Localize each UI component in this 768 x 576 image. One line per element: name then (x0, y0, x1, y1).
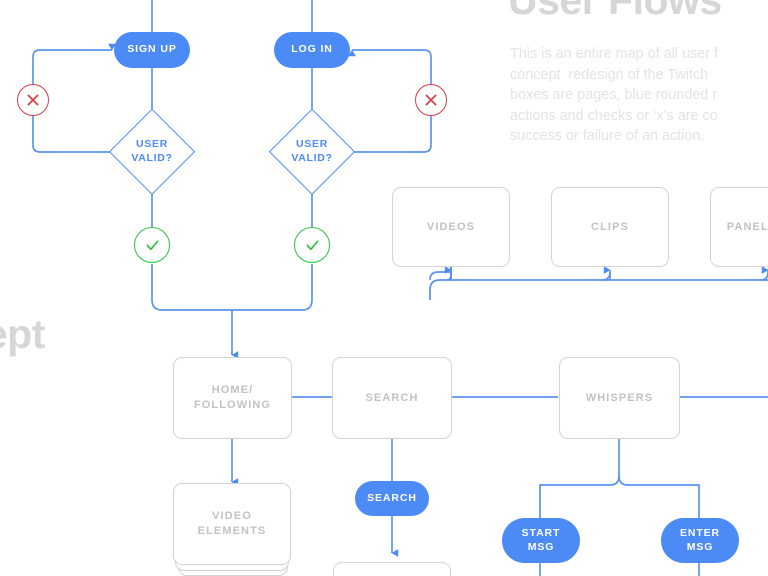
search-page-box[interactable]: SEARCH (332, 357, 452, 439)
description-paragraph-right: This is an entire map of all user f conc… (510, 46, 718, 145)
close-icon (27, 94, 39, 106)
videos-page-box[interactable]: VIDEOS (392, 187, 510, 267)
search-page-label: SEARCH (365, 391, 419, 404)
user-valid-signup-diamond: USER VALID? (108, 108, 196, 196)
video-elements-page-box[interactable]: VIDEO ELEMENTS (173, 483, 291, 565)
enter-msg-pill[interactable]: ENTER MSG (661, 518, 739, 563)
sign-up-pill[interactable]: SIGN UP (114, 32, 190, 68)
sign-up-pill-label: SIGN UP (127, 43, 177, 56)
close-icon (425, 94, 437, 106)
check-icon (306, 239, 318, 250)
home-following-page-label: HOME/ FOLLOWING (193, 384, 272, 411)
signup-success-marker (134, 227, 170, 263)
user-valid-login-label: USER VALID? (291, 138, 333, 164)
page-title-user-flows: User Flows (508, 0, 722, 23)
user-valid-login-diamond: USER VALID? (268, 108, 356, 196)
whispers-page-label: WHISPERS (585, 391, 654, 404)
start-msg-pill-label: START MSG (521, 527, 561, 553)
search-pill-label: SEARCH (367, 491, 417, 504)
page-title-left-line1: pp (0, 268, 45, 312)
enter-msg-pill-label: ENTER MSG (679, 527, 721, 553)
login-failure-marker (415, 84, 447, 116)
log-in-pill-label: LOG IN (291, 43, 333, 56)
start-msg-pill[interactable]: START MSG (502, 518, 580, 563)
check-icon (146, 239, 158, 250)
signup-failure-marker (17, 84, 49, 116)
search-results-page-box[interactable] (333, 562, 451, 576)
videos-page-label: VIDEOS (426, 220, 476, 233)
clips-page-label: CLIPS (591, 220, 629, 233)
whispers-page-box[interactable]: WHISPERS (559, 357, 680, 439)
search-pill[interactable]: SEARCH (355, 481, 429, 516)
home-following-page-box[interactable]: HOME/ FOLLOWING (173, 357, 292, 439)
panels-page-label: PANELS (726, 220, 768, 233)
log-in-pill[interactable]: LOG IN (274, 32, 350, 68)
video-elements-page-label: VIDEO ELEMENTS (197, 510, 267, 537)
panels-page-box[interactable]: PANELS (710, 187, 768, 267)
login-success-marker (294, 227, 330, 263)
page-title-left-line2: ncept (0, 311, 45, 358)
clips-page-box[interactable]: CLIPS (551, 187, 669, 267)
user-valid-signup-label: USER VALID? (131, 138, 173, 164)
page-title-left: pp ncept (0, 268, 45, 357)
